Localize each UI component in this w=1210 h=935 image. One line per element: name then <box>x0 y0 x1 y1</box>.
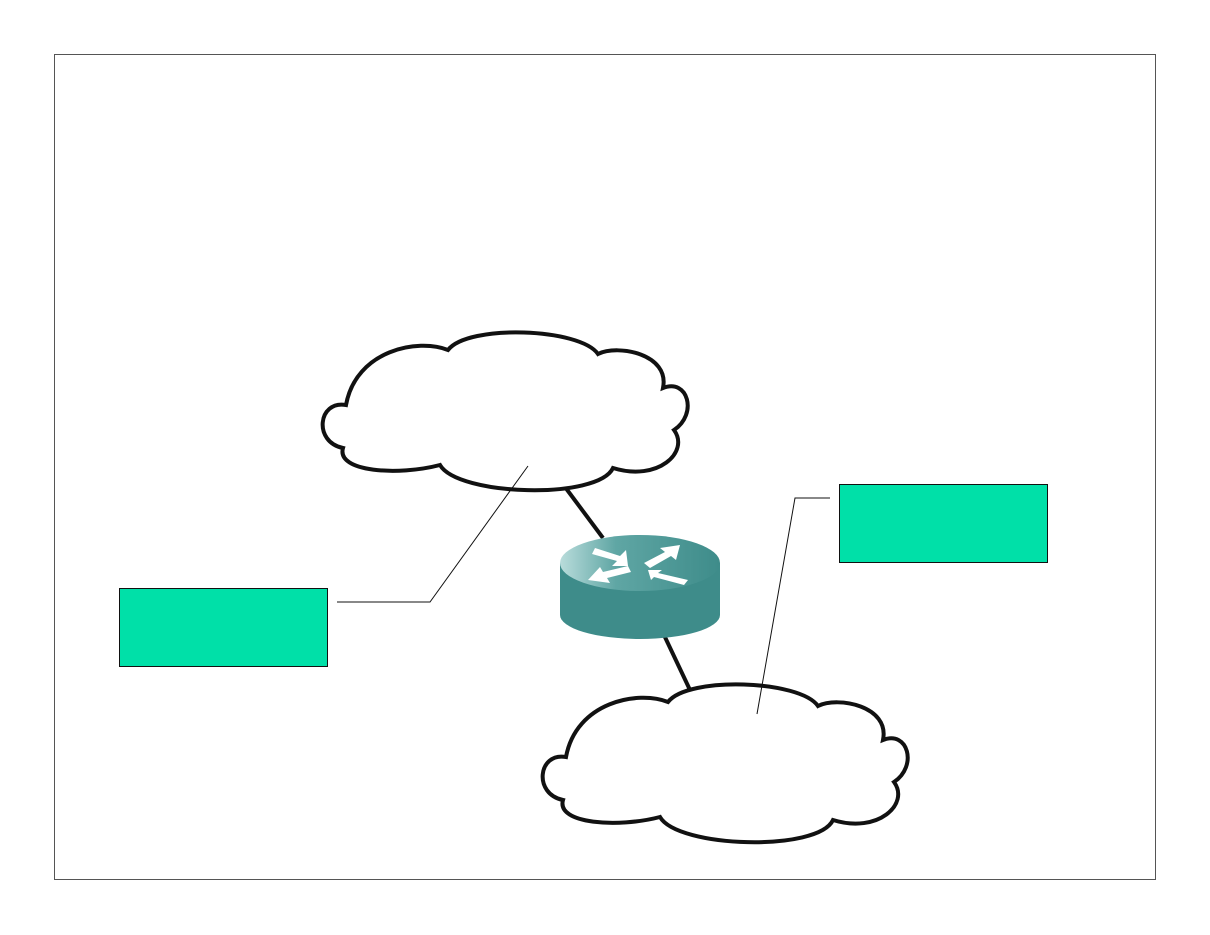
link-router-cloud-bottom <box>662 634 692 691</box>
slide-frame <box>54 54 1156 880</box>
callout-box-right[interactable] <box>839 484 1048 563</box>
link-cloud-top-router <box>563 485 605 540</box>
router-icon[interactable] <box>560 535 720 639</box>
callout-line-left <box>337 465 529 603</box>
router-arrows-icon <box>588 545 688 585</box>
cloud-top[interactable] <box>320 330 690 493</box>
cloud-bottom[interactable] <box>540 682 910 845</box>
callout-box-left[interactable] <box>119 588 328 667</box>
callout-line-right <box>756 497 830 715</box>
